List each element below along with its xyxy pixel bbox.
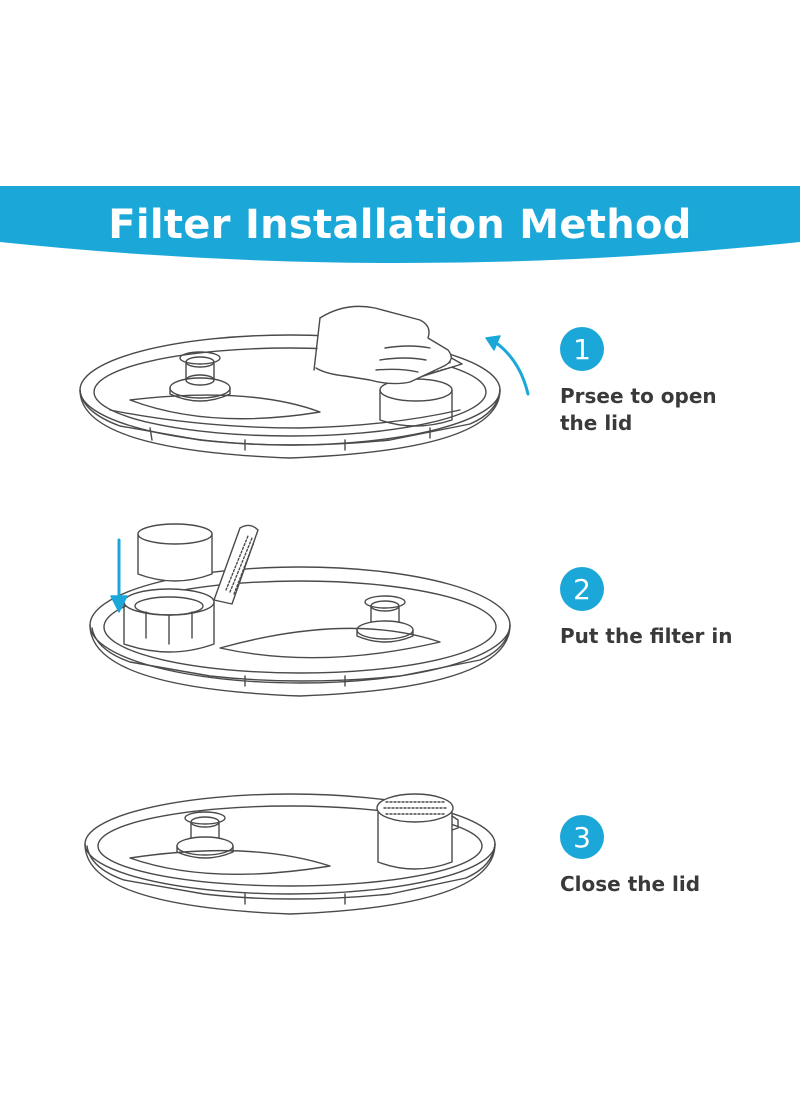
down-arrow-icon	[110, 538, 128, 613]
step-2-badge: 2	[560, 567, 604, 611]
step-3-illustration	[84, 793, 496, 915]
step-2-text: Put the filter in	[560, 624, 733, 648]
step-3: 3 Close the lid	[560, 815, 790, 898]
center-pump-icon	[129, 351, 321, 420]
step-3-text: Close the lid	[560, 872, 701, 896]
step-1-text: Prsee to open the lid	[560, 384, 717, 435]
center-pump-icon	[219, 595, 441, 659]
center-pump-icon	[129, 811, 331, 876]
step-3-badge: 3	[560, 815, 604, 859]
step-1-badge: 1	[560, 327, 604, 371]
open-lid-icon	[213, 524, 259, 605]
page-title: Filter Installation Method	[108, 202, 692, 248]
step-2-illustration	[89, 523, 511, 697]
curved-arrow-icon	[485, 335, 530, 396]
hand-icon	[313, 305, 452, 385]
banner-shape	[0, 186, 800, 263]
step-2: 2 Put the filter in	[560, 567, 790, 650]
step-1-illustration	[79, 305, 530, 459]
filter-cartridge-icon	[137, 523, 213, 582]
closed-filter-box-icon	[376, 793, 459, 870]
title-banner: Filter Installation Method	[0, 186, 800, 278]
step-1: 1 Prsee to open the lid	[560, 327, 790, 437]
filter-housing-icon	[123, 588, 215, 653]
